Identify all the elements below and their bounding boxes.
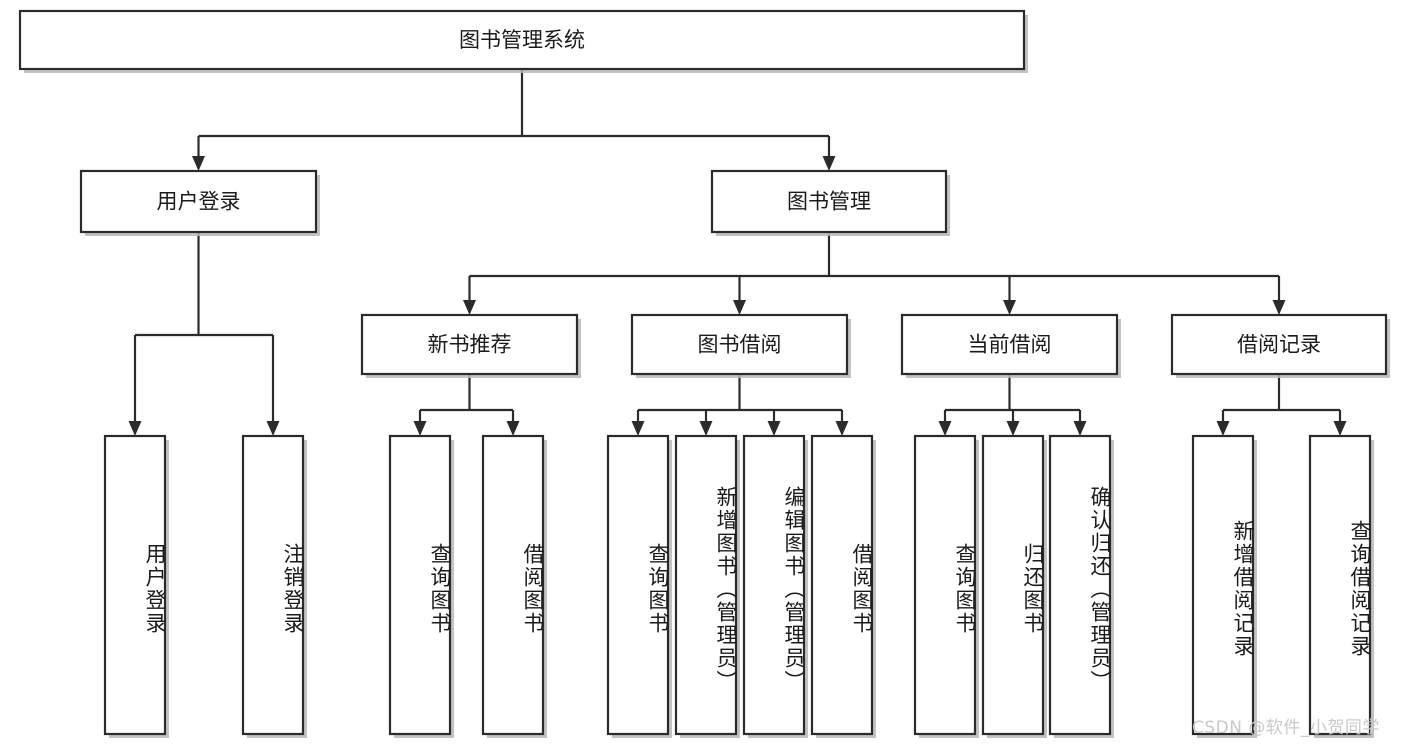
boxes-layer — [18, 9, 1390, 738]
node-leaf-leaf-return-book[interactable] — [981, 434, 1045, 736]
node-leaf-leaf-add-book[interactable] — [674, 434, 738, 736]
arrow-head-current-borrow-to-leaf-return-book — [1006, 421, 1020, 436]
node-leaf-leaf-add-record[interactable] — [1191, 434, 1255, 736]
arrow-head-book-borrow-to-leaf-edit-book — [767, 421, 781, 436]
arrow-head-book-manage-to-new-book-rec — [463, 300, 476, 315]
arrow-head-new-book-rec-to-leaf-borrow-book-1 — [506, 421, 520, 436]
node-leaf-leaf-query-book-3[interactable] — [913, 434, 977, 736]
node-label-book-manage: 图书管理 — [787, 190, 871, 214]
node-label-root: 图书管理系统 — [459, 28, 585, 52]
arrow-head-new-book-rec-to-leaf-query-book-1 — [413, 421, 427, 436]
node-root-root[interactable] — [18, 9, 1026, 71]
arrow-head-book-manage-to-book-borrow — [733, 300, 746, 315]
node-label-new-book-rec: 新书推荐 — [428, 333, 512, 357]
node-l3-book-borrow[interactable] — [630, 313, 849, 376]
arrow-head-borrow-record-to-leaf-query-record — [1333, 421, 1347, 436]
node-label-book-borrow: 图书借阅 — [698, 333, 782, 357]
node-l2-book-manage[interactable] — [710, 169, 948, 234]
node-leaf-leaf-confirm-return[interactable] — [1048, 434, 1112, 736]
node-label-user-login: 用户登录 — [157, 190, 241, 214]
node-leaf-leaf-user-login[interactable] — [103, 434, 167, 736]
csdn-watermark: CSDN @软件_小贺同学 — [1192, 718, 1380, 738]
node-l2-user-login[interactable] — [79, 169, 318, 234]
node-l3-new-book-rec[interactable] — [360, 313, 579, 376]
node-l3-current-borrow[interactable] — [900, 313, 1119, 376]
node-label-borrow-record: 借阅记录 — [1237, 333, 1321, 357]
arrow-head-current-borrow-to-leaf-query-book-3 — [938, 421, 952, 436]
node-leaf-leaf-query-record[interactable] — [1308, 434, 1372, 736]
node-leaf-leaf-logout[interactable] — [241, 434, 305, 736]
node-l3-borrow-record[interactable] — [1170, 313, 1388, 376]
node-leaf-leaf-query-book-1[interactable] — [388, 434, 452, 736]
arrow-head-current-borrow-to-leaf-confirm-return — [1073, 421, 1087, 436]
arrow-head-root-to-book-manage — [822, 156, 836, 171]
node-leaf-leaf-query-book-2[interactable] — [606, 434, 670, 736]
arrow-head-book-borrow-to-leaf-query-book-2 — [631, 421, 645, 436]
arrow-head-user-login-to-leaf-user-login — [128, 421, 142, 436]
arrow-head-book-manage-to-borrow-record — [1272, 300, 1286, 315]
node-leaf-leaf-edit-book[interactable] — [742, 434, 806, 736]
arrow-head-book-manage-to-current-borrow — [1003, 300, 1016, 315]
arrow-head-book-borrow-to-leaf-borrow-book-2 — [835, 421, 849, 436]
arrow-head-root-to-user-login — [192, 156, 205, 171]
arrow-head-user-login-to-leaf-logout — [266, 421, 280, 436]
arrow-head-borrow-record-to-leaf-add-record — [1216, 421, 1230, 436]
connectors-layer — [128, 69, 1347, 436]
node-leaf-leaf-borrow-book-1[interactable] — [481, 434, 545, 736]
node-label-current-borrow: 当前借阅 — [968, 333, 1052, 357]
arrow-head-book-borrow-to-leaf-add-book — [699, 421, 713, 436]
node-leaf-leaf-borrow-book-2[interactable] — [810, 434, 874, 736]
